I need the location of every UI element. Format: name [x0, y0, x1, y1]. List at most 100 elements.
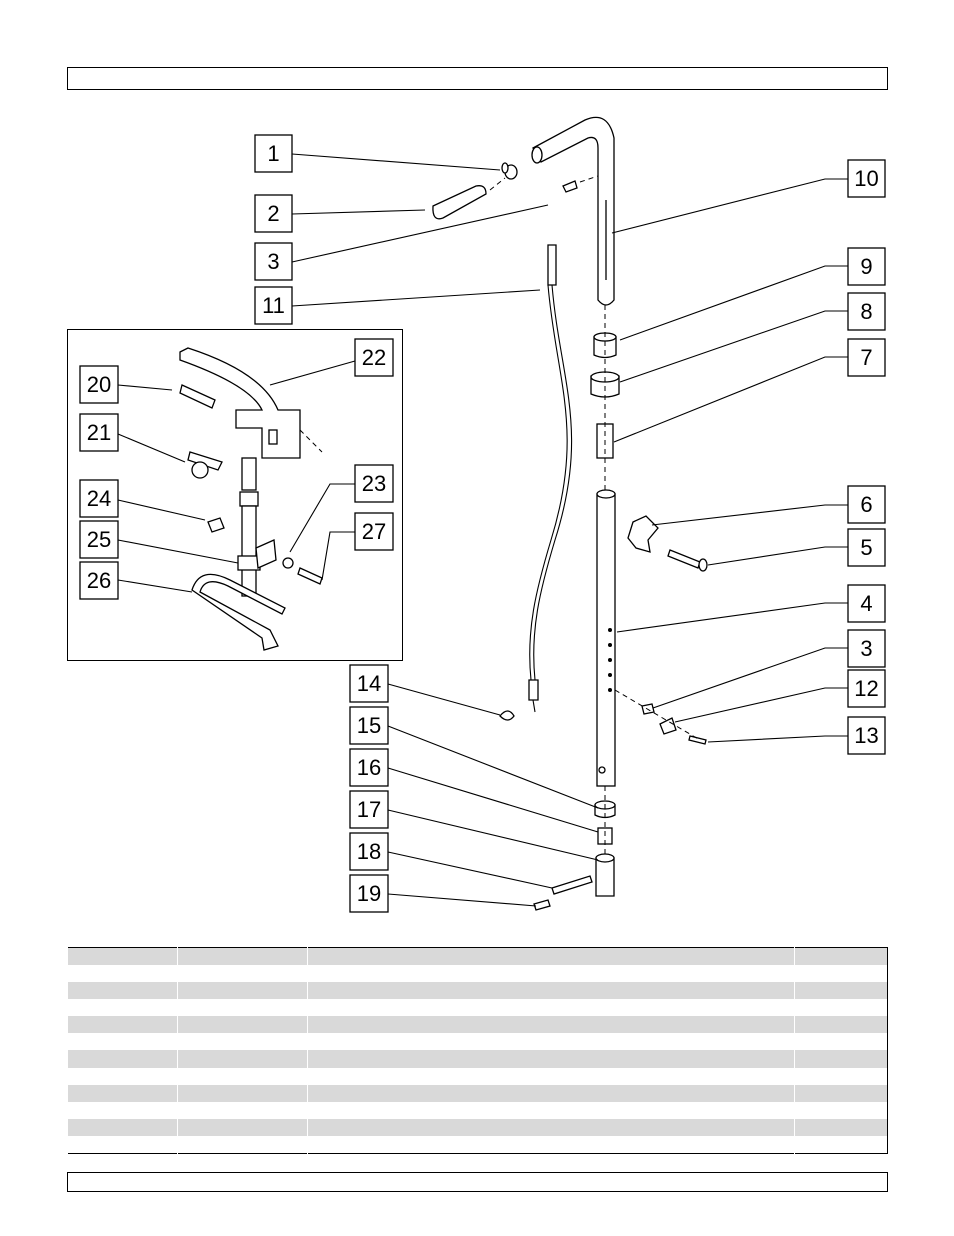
part-pivot-bolt [179, 384, 216, 409]
table-cell [67, 1067, 178, 1085]
svg-text:14: 14 [357, 671, 381, 696]
table-cell [67, 999, 178, 1017]
table-cell [306, 999, 795, 1017]
table-cell [306, 1084, 795, 1102]
table-cell [176, 1118, 308, 1136]
callout-8: 8 [847, 292, 886, 331]
table-row [67, 1050, 888, 1068]
table-cell [794, 1050, 888, 1068]
svg-text:11: 11 [262, 293, 285, 318]
svg-text:17: 17 [357, 797, 381, 822]
table-cell [176, 1067, 308, 1085]
callout-13: 13 [847, 716, 886, 755]
table-row [67, 999, 888, 1017]
table-cell [67, 1135, 178, 1154]
table-row [67, 1118, 888, 1136]
table-cell [67, 982, 178, 1000]
table-cell [794, 999, 888, 1017]
part-cable-clip [499, 710, 515, 721]
svg-text:25: 25 [87, 527, 111, 552]
svg-text:1: 1 [267, 141, 279, 166]
table-cell [67, 1050, 178, 1068]
part-main-tube [596, 489, 616, 787]
table-row [67, 1101, 888, 1119]
svg-text:23: 23 [362, 471, 386, 496]
svg-text:6: 6 [860, 492, 872, 517]
callout-27: 27 [354, 512, 394, 551]
table-cell [176, 1084, 308, 1102]
part-screw-top [562, 180, 578, 193]
svg-text:9: 9 [860, 254, 872, 279]
callout-26: 26 [79, 561, 119, 600]
callout-24: 24 [79, 479, 119, 518]
callout-25: 25 [79, 520, 119, 559]
table-cell [67, 1101, 178, 1119]
callout-6: 6 [847, 485, 886, 524]
table-row [67, 1016, 888, 1034]
svg-text:21: 21 [87, 420, 111, 445]
callout-5: 5 [847, 528, 886, 567]
callout-19: 19 [349, 874, 389, 913]
callout-4: 4 [847, 584, 886, 623]
svg-text:8: 8 [860, 299, 872, 324]
part-mount-screw [297, 567, 323, 585]
callout-11: 11 [254, 286, 293, 325]
table-cell [794, 1033, 888, 1051]
part-knob [627, 515, 659, 553]
svg-text:2: 2 [267, 201, 279, 226]
svg-text:5: 5 [860, 535, 872, 560]
callout-21: 21 [79, 413, 119, 452]
part-plug [501, 162, 518, 180]
table-cell [67, 1016, 178, 1034]
table-row [67, 965, 888, 983]
table-cell [794, 1084, 888, 1102]
callout-10: 10 [847, 159, 886, 198]
table-cell [306, 1101, 795, 1119]
table-cell [67, 1084, 178, 1102]
table-row [67, 947, 888, 966]
callout-1: 1 [254, 134, 293, 173]
table-cell [794, 1135, 888, 1154]
callout-14: 14 [349, 664, 389, 703]
detail-inset-frame [67, 329, 403, 661]
callout-3-top: 3 [254, 242, 293, 281]
svg-text:15: 15 [357, 713, 381, 738]
part-bracket [659, 717, 677, 735]
table-cell [306, 1033, 795, 1051]
part-washer [282, 557, 294, 569]
leader-lines [117, 153, 848, 907]
svg-text:7: 7 [860, 345, 872, 370]
table-cell [794, 1101, 888, 1119]
svg-text:22: 22 [362, 345, 386, 370]
table-cell [67, 947, 178, 966]
table-cell [176, 947, 308, 966]
callout-20: 20 [79, 365, 119, 404]
callout-18: 18 [349, 832, 389, 871]
table-row [67, 1033, 888, 1051]
table-cell [794, 1016, 888, 1034]
table-cell [67, 1118, 178, 1136]
table-cell [794, 982, 888, 1000]
part-pin [551, 875, 593, 895]
part-mount-plate [255, 539, 277, 569]
table-cell [794, 1118, 888, 1136]
table-cell [67, 965, 178, 983]
callout-3-lower: 3 [847, 629, 886, 668]
callout-12: 12 [847, 669, 886, 708]
part-lever [179, 347, 301, 459]
table-cell [794, 947, 888, 966]
table-cell [306, 1050, 795, 1068]
part-bolt [667, 549, 701, 569]
svg-text:20: 20 [87, 372, 111, 397]
table-cell [306, 1118, 795, 1136]
table-cell [306, 1016, 795, 1034]
part-lever-cable [237, 457, 261, 597]
callout-7: 7 [847, 338, 886, 377]
svg-text:10: 10 [854, 166, 878, 191]
table-cell [176, 1050, 308, 1068]
part-small-screw [688, 735, 707, 745]
part-hex-nut [207, 517, 225, 533]
svg-text:13: 13 [854, 723, 878, 748]
table-cell [794, 965, 888, 983]
